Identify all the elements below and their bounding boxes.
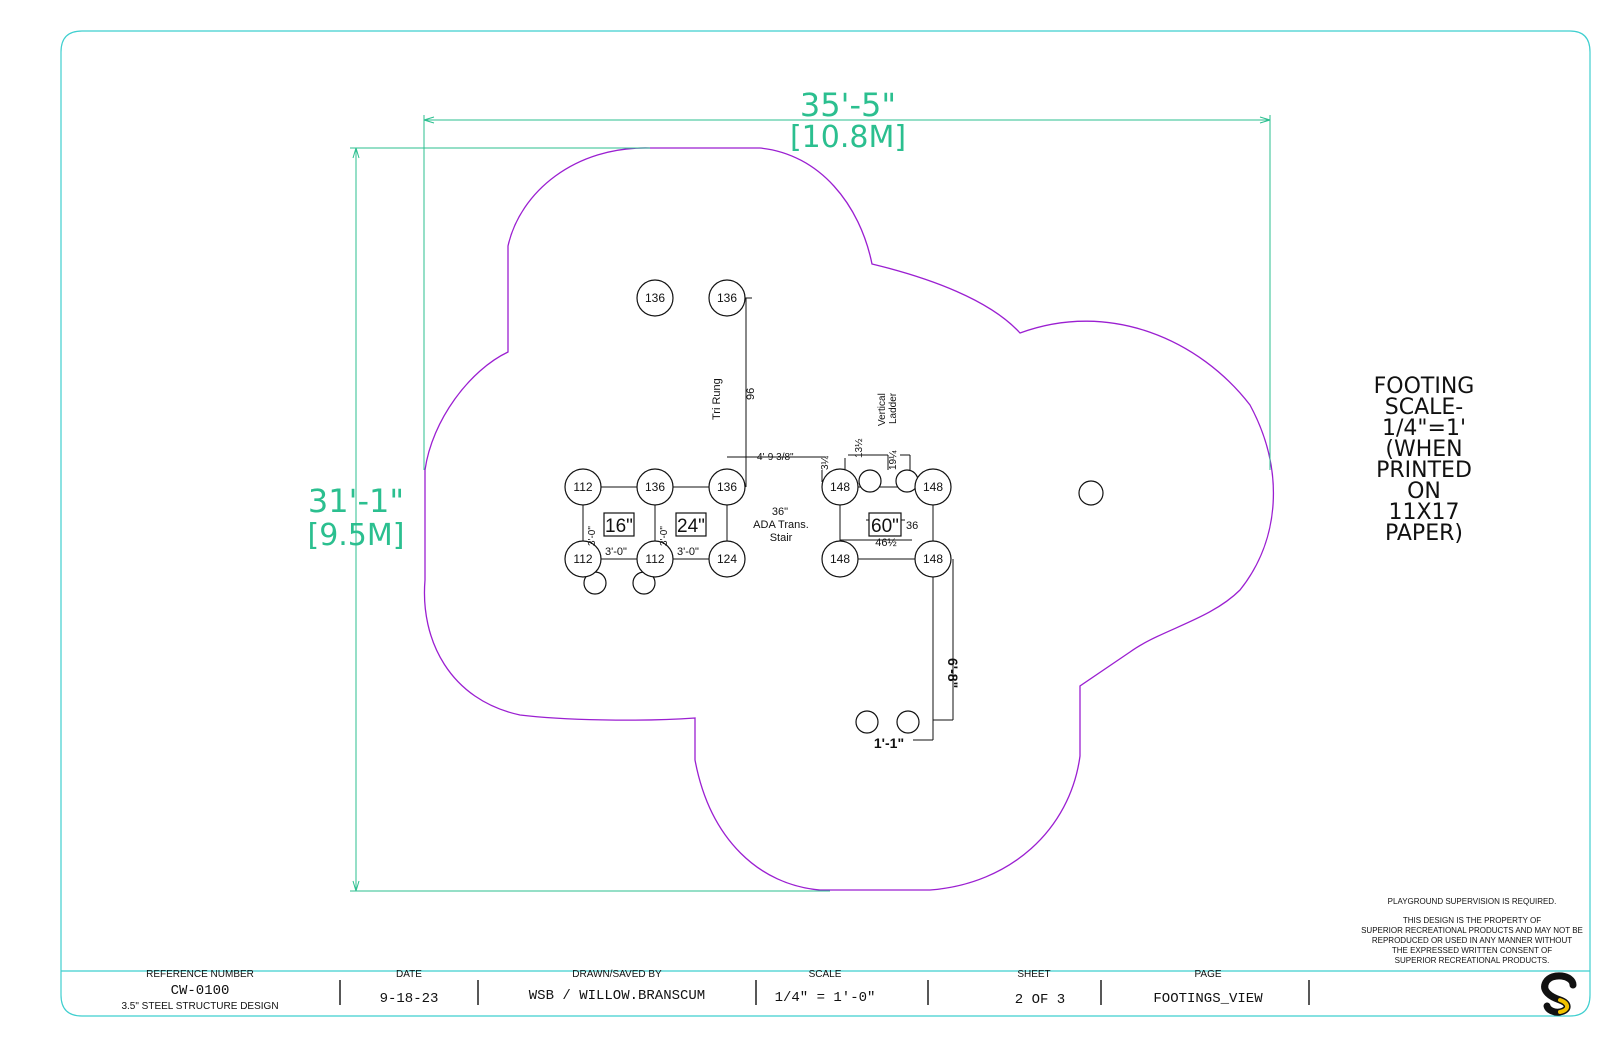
- svg-text:REPRODUCED OR USED IN ANY MANN: REPRODUCED OR USED IN ANY MANNER WITHOUT: [1372, 936, 1572, 945]
- supervision-notice: PLAYGROUND SUPERVISION IS REQUIRED.: [1388, 897, 1557, 906]
- svg-text:148: 148: [830, 552, 850, 566]
- sheet-value: 2 OF 3: [1015, 992, 1065, 1008]
- date-value: 9-18-23: [380, 991, 439, 1007]
- footing-10: 148: [914, 468, 952, 506]
- svg-text:60": 60": [871, 516, 899, 537]
- footing-12: 148: [914, 540, 952, 578]
- dim-96: 96: [745, 388, 757, 400]
- svg-text:ON: ON: [1407, 479, 1441, 504]
- svg-text:148: 148: [923, 480, 943, 494]
- sheet-label: SHEET: [1017, 969, 1050, 980]
- page-value: FOOTINGS_VIEW: [1153, 991, 1263, 1007]
- footing-2: 136: [708, 279, 746, 317]
- sheet-border: [60, 30, 1591, 1017]
- deck-height-3: 60": [868, 512, 902, 537]
- dim-19-1-4: 19¼: [887, 450, 899, 470]
- footing-7: 112: [636, 540, 674, 578]
- svg-text:SUPERIOR RECREATIONAL PRODUCTS: SUPERIOR RECREATIONAL PRODUCTS AND MAY N…: [1361, 926, 1583, 935]
- footing-3: 112: [564, 468, 602, 506]
- svg-text:136: 136: [717, 480, 737, 494]
- reference-value: CW-0100: [171, 983, 230, 999]
- svg-text:24": 24": [677, 516, 705, 537]
- overall-depth-ft: 31'-1": [308, 482, 404, 520]
- footing-11: 148: [821, 540, 859, 578]
- svg-text:112: 112: [573, 552, 592, 566]
- dim-3-0-vertical-b: 3'-0": [659, 526, 670, 546]
- title-block: REFERENCE NUMBER CW-0100 3.5" STEEL STRU…: [121, 969, 1310, 1012]
- dim-46-1-2: 46½: [875, 537, 896, 549]
- reference-description: 3.5" STEEL STRUCTURE DESIGN: [121, 1001, 278, 1012]
- overall-depth-dimension: [350, 147, 830, 892]
- deck-height-1: 16": [603, 512, 635, 537]
- svg-text:THE EXPRESSED WRITTEN CONSENT: THE EXPRESSED WRITTEN CONSENT OF: [1392, 946, 1552, 955]
- svg-text:16": 16": [605, 516, 633, 537]
- svg-text:136: 136: [717, 291, 737, 305]
- svg-text:1/4"=1': 1/4"=1': [1382, 416, 1466, 441]
- svg-text:112: 112: [573, 480, 592, 494]
- ada-stair-line-1: 36": [772, 506, 788, 518]
- svg-text:THIS DESIGN IS THE PROPERTY OF: THIS DESIGN IS THE PROPERTY OF: [1403, 916, 1541, 925]
- dim-3-0-horizontal-b: 3'-0": [677, 546, 699, 558]
- svg-text:SUPERIOR RECREATIONAL PRODUCTS: SUPERIOR RECREATIONAL PRODUCTS.: [1395, 956, 1550, 965]
- footing-1: 136: [636, 279, 674, 317]
- unlabeled-footings: [583, 469, 1104, 734]
- scale-value: 1/4" = 1'-0": [775, 990, 876, 1006]
- date-label: DATE: [396, 969, 422, 980]
- svg-text:PRINTED: PRINTED: [1376, 458, 1472, 483]
- scale-note: FOOTING SCALE- 1/4"=1' (WHEN PRINTED ON …: [1374, 374, 1475, 546]
- overall-width-dimension: [423, 115, 1271, 470]
- dim-4-9: 4'-9 3/8": [757, 452, 794, 463]
- vertical-ladder-line-1: Vertical: [877, 393, 888, 426]
- dim-3-1-4: 3¼: [819, 455, 831, 470]
- footing-6: 112: [564, 540, 602, 578]
- ada-stair-line-3: Stair: [770, 532, 793, 544]
- dim-3-0-horizontal-a: 3'-0": [605, 546, 627, 558]
- vertical-ladder-line-2: Ladder: [888, 392, 899, 424]
- dim-13-1-2: 13½: [854, 438, 865, 458]
- svg-text:112: 112: [645, 552, 664, 566]
- tri-rung-label: Tri Rung: [711, 378, 723, 420]
- use-zone-outline: [423, 147, 1275, 891]
- deck-height-2: 24": [675, 512, 707, 537]
- svg-text:124: 124: [717, 552, 737, 566]
- superior-s-logo-icon: [1541, 972, 1577, 1016]
- svg-text:FOOTING: FOOTING: [1374, 374, 1475, 399]
- overall-width-m: [10.8M]: [790, 120, 906, 155]
- svg-text:148: 148: [923, 552, 943, 566]
- page-label: PAGE: [1194, 969, 1221, 980]
- reference-label: REFERENCE NUMBER: [146, 969, 254, 980]
- svg-text:136: 136: [645, 480, 665, 494]
- svg-text:148: 148: [830, 480, 850, 494]
- svg-text:PAPER): PAPER): [1385, 521, 1463, 546]
- svg-text:(WHEN: (WHEN: [1385, 437, 1462, 462]
- footing-5: 136: [708, 468, 746, 506]
- drawn-by-label: DRAWN/SAVED BY: [572, 969, 662, 980]
- svg-text:11X17: 11X17: [1388, 500, 1459, 525]
- dim-6-8: 6'-8": [945, 658, 961, 688]
- overall-width-ft: 35'-5": [800, 86, 896, 124]
- overall-depth-m: [9.5M]: [307, 518, 404, 553]
- dim-3-0-vertical-a: 3'-0": [587, 526, 598, 546]
- property-notice: THIS DESIGN IS THE PROPERTY OF SUPERIOR …: [1361, 916, 1583, 965]
- scale-label: SCALE: [809, 969, 842, 980]
- ada-stair-line-2: ADA Trans.: [753, 519, 809, 531]
- footing-9: 148: [821, 468, 859, 506]
- svg-text:136: 136: [645, 291, 665, 305]
- footing-4: 136: [636, 468, 674, 506]
- dim-36: 36: [906, 520, 918, 532]
- svg-text:SCALE-: SCALE-: [1385, 395, 1463, 420]
- dim-1-1: 1'-1": [874, 735, 904, 751]
- footing-8: 124: [708, 540, 746, 578]
- drawn-by-value: WSB / WILLOW.BRANSCUM: [529, 988, 705, 1004]
